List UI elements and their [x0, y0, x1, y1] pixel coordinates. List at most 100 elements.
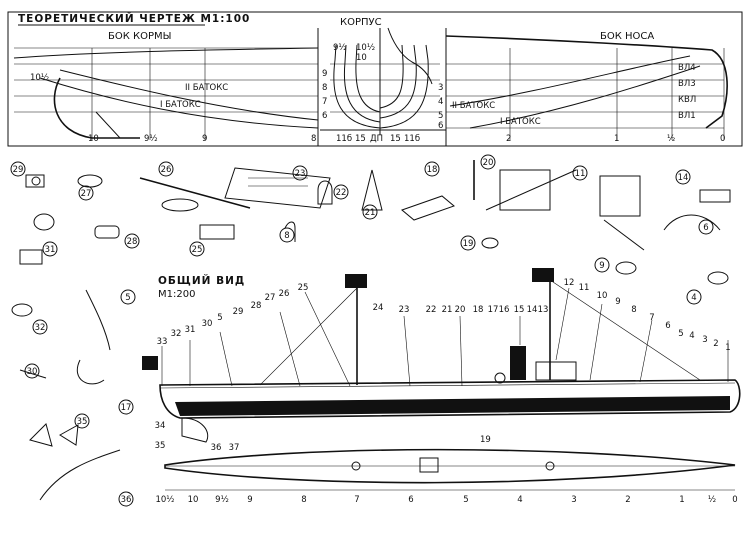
leader-12: [555, 287, 570, 361]
plan-deckhouse: [419, 457, 439, 473]
general-callout-8: 8: [631, 305, 636, 315]
detail-callout-14-circle: [675, 169, 691, 185]
detail-callout-29: 29: [13, 165, 24, 175]
leader-7: [639, 319, 653, 383]
detail-callout-18-circle: [424, 161, 440, 177]
detail-callout-30-circle: [24, 363, 40, 379]
general-callout-2: 2: [713, 339, 718, 349]
detail-callout-28: 28: [127, 237, 138, 247]
plan-station-4: 8: [301, 495, 306, 505]
detail-callout-8: 8: [284, 231, 289, 241]
detail-bridge-house: [499, 169, 551, 211]
detail-callout-5-circle: [120, 289, 136, 305]
general-callout-22: 22: [426, 305, 437, 315]
general-callout-30: 30: [202, 319, 213, 329]
general-callout-31: 31: [185, 325, 196, 335]
body-fwd-section-3: [379, 44, 404, 109]
general-callout-12: 12: [564, 278, 575, 288]
general-callout-26: 26: [279, 289, 290, 299]
rudder-outline: [95, 111, 138, 139]
detail-callout-21: 21: [365, 208, 376, 218]
general-callout-1: 1: [725, 343, 730, 353]
detail-27-part: [77, 174, 103, 188]
leader-5-aft: [219, 331, 233, 387]
detail-31-part: [33, 213, 55, 231]
general-callout-14: 14: [527, 305, 538, 315]
stern-top-station: 10½: [30, 73, 49, 83]
detail-11-house: [599, 175, 641, 217]
detail-callout-28-circle: [124, 233, 140, 249]
detail-callout-9: 9: [599, 261, 604, 271]
stern-buttock-1: [39, 77, 319, 129]
detail-28-part: [94, 225, 120, 239]
detail-callout-29-circle: [10, 161, 26, 177]
detail-callout-19: 19: [463, 239, 474, 249]
general-callout-33: 33: [157, 337, 168, 347]
detail-callout-14: 14: [678, 173, 689, 183]
stern-flag: [142, 356, 158, 370]
body-aft-section-1: [333, 44, 381, 129]
detail-36-part: [39, 449, 121, 501]
detail-6-anchor: [663, 214, 721, 231]
bow-buttock-2: [449, 55, 691, 107]
stern-label: БОК КОРМЫ: [108, 31, 171, 42]
bow-wl-label-3: ВЛ3: [678, 79, 696, 89]
general-callout-11: 11: [579, 283, 590, 293]
leader-23: [403, 315, 411, 387]
general-callout-5: 5: [678, 329, 683, 339]
detail-callout-26-circle: [158, 161, 174, 177]
body-left-num-6: 6: [322, 111, 327, 121]
plan-station-11: 1: [679, 495, 684, 505]
general-callout-9: 9: [615, 297, 620, 307]
detail-4-part: [707, 271, 729, 285]
detail-callout-27-circle: [78, 185, 94, 201]
fore-flag: [532, 268, 554, 282]
detail-callout-21-circle: [362, 204, 378, 220]
detail-callout-35: 35: [77, 417, 88, 427]
general-callout-28: 28: [251, 301, 262, 311]
general-callout-21: 21: [442, 305, 453, 315]
detail-callout-20-circle: [480, 154, 496, 170]
bow-wl-label-kwl: КВЛ: [678, 95, 696, 105]
bow-station-half: ½: [667, 134, 675, 144]
detail-32-part: [11, 303, 33, 317]
general-callout-34: 34: [155, 421, 166, 431]
body-station-4: 15: [390, 134, 401, 144]
body-fwd-section-2: [379, 44, 417, 119]
detail-callout-26: 26: [161, 165, 172, 175]
body-top-num-3: 10: [356, 53, 367, 63]
stern-profile: БОК КОРМЫ 10½ II БАТОКС I БАТОКС 10 9½ 9…: [13, 28, 319, 146]
general-callout-18: 18: [473, 305, 484, 315]
detail-callout-4-circle: [686, 289, 702, 305]
detail-callout-31: 31: [45, 245, 56, 255]
general-callout-3: 3: [702, 335, 707, 345]
bow-station-1: 1: [614, 134, 619, 144]
general-callout-13: 13: [538, 305, 549, 315]
plan-station-0: 10½: [155, 495, 174, 505]
detail-callout-30: 30: [27, 367, 38, 377]
general-callout-20: 20: [455, 305, 466, 315]
general-callout-24: 24: [373, 303, 384, 313]
leader-20: [459, 315, 463, 387]
plan-station-3: 9: [247, 495, 252, 505]
detail-14-part: [699, 189, 731, 203]
body-right-num-5: 5: [438, 111, 443, 121]
detail-35-part: [59, 424, 79, 446]
stern-station-10: 10: [88, 134, 99, 144]
detail-callout-6: 6: [703, 223, 708, 233]
detail-21-stand: [361, 169, 383, 211]
plan-aft-mast: [351, 461, 361, 471]
plan-callout: 19: [480, 435, 491, 445]
detail-callout-31-circle: [42, 241, 58, 257]
plan-station-8: 4: [517, 495, 522, 505]
body-station-2: 15: [355, 134, 366, 144]
detail-8-part: [284, 221, 296, 242]
body-aft-section-3: [355, 44, 381, 113]
body-right-num-4: 4: [438, 97, 443, 107]
plan-station-10: 2: [625, 495, 630, 505]
detail-callout-36: 36: [121, 495, 132, 505]
body-fwd-section-1: [379, 44, 429, 129]
